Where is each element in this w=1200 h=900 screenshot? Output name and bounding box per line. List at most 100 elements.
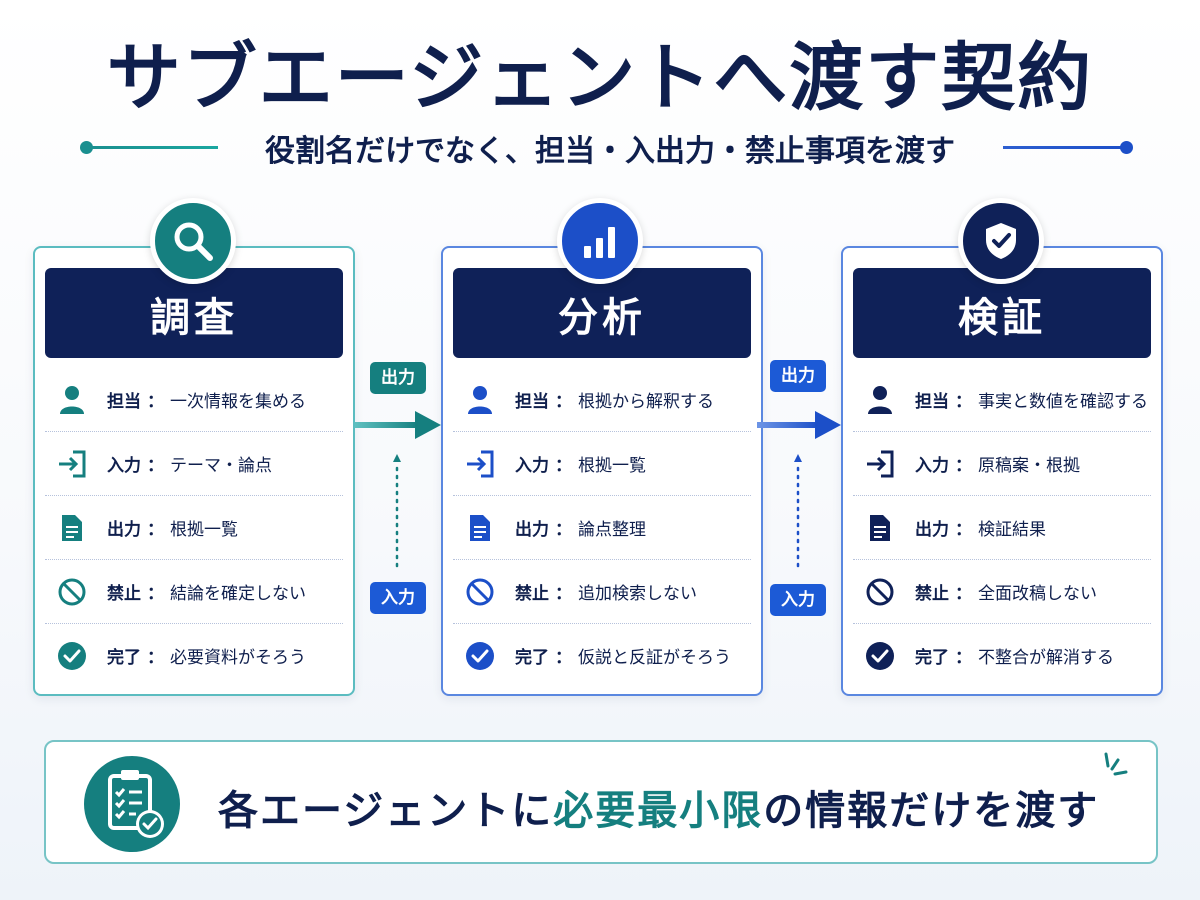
row-input: 入力 ： 原稿案・根拠	[853, 432, 1151, 496]
flow-arrow-icon	[355, 411, 441, 439]
input-icon	[855, 444, 905, 484]
flow-output-tag: 出力	[370, 362, 426, 394]
row-label: 担当	[515, 392, 549, 412]
person-icon	[855, 380, 905, 420]
subtitle-left-dot	[80, 141, 93, 154]
flow-arrow-icon	[757, 411, 841, 439]
row-label: 担当	[107, 392, 141, 412]
row-prohibited: 禁止 ： 全面改稿しない	[853, 560, 1151, 624]
row-label: 出力	[107, 520, 141, 540]
row-label: 完了	[107, 648, 141, 668]
row-label: 禁止	[107, 584, 141, 604]
search-icon	[150, 198, 236, 284]
row-done: 完了 ： 不整合が解消する	[853, 624, 1151, 687]
row-value: 追加検索しない	[578, 584, 697, 604]
flow-input-tag: 入力	[370, 582, 426, 614]
page-title: サブエージェントへ渡す契約	[106, 35, 1094, 121]
subtitle-row: 役割名だけでなく、担当・入出力・禁止事項を渡す	[0, 120, 1200, 170]
row-prohibited: 禁止 ： 追加検索しない	[453, 560, 751, 624]
row-value: 全面改稿しない	[978, 584, 1097, 604]
row-separator: ：	[147, 520, 164, 540]
row-label: 禁止	[915, 584, 949, 604]
row-separator: ：	[147, 584, 164, 604]
row-done: 完了 ： 必要資料がそろう	[45, 624, 343, 687]
row-value: 仮説と反証がそろう	[578, 648, 731, 668]
row-value: 事実と数値を確認する	[978, 392, 1148, 412]
flow-input-tag: 入力	[770, 584, 826, 616]
flow-dotted-return-line	[393, 454, 401, 572]
footer-text-highlight: 必要最小限	[553, 788, 764, 834]
bar-chart-icon	[557, 198, 643, 284]
document-icon	[47, 508, 97, 548]
row-separator: ：	[555, 520, 572, 540]
person-icon	[47, 380, 97, 420]
row-value: 検証結果	[978, 520, 1046, 540]
document-icon	[455, 508, 505, 548]
flow-dotted-return-line	[794, 454, 802, 572]
footer-text-after: の情報だけを渡す	[763, 788, 1100, 834]
row-separator: ：	[147, 392, 164, 412]
row-done: 完了 ： 仮説と反証がそろう	[453, 624, 751, 687]
sparkle-icon	[1104, 752, 1128, 776]
row-separator: ：	[147, 648, 164, 668]
card-analysis: 分析 担当 ： 根拠から解釈する 入力 ： 根拠一覧 出力 ： 論点整理	[441, 246, 763, 696]
row-separator: ：	[955, 392, 972, 412]
subtitle: 役割名だけでなく、担当・入出力・禁止事項を渡す	[265, 134, 955, 169]
row-label: 完了	[915, 648, 949, 668]
row-separator: ：	[555, 584, 572, 604]
card-research: 調査 担当 ： 一次情報を集める 入力 ： テーマ・論点 出力 ： 根拠一覧	[33, 246, 355, 696]
row-input: 入力 ： テーマ・論点	[45, 432, 343, 496]
person-icon	[455, 380, 505, 420]
row-owner: 担当 ： 根拠から解釈する	[453, 368, 751, 432]
row-value: 論点整理	[578, 520, 646, 540]
prohibited-icon	[455, 572, 505, 612]
row-separator: ：	[955, 456, 972, 476]
check-icon	[47, 636, 97, 676]
footer-text-before: 各エージェントに	[218, 788, 554, 834]
row-separator: ：	[555, 648, 572, 668]
row-separator: ：	[147, 456, 164, 476]
footer-banner: 各エージェントに必要最小限の情報だけを渡す	[44, 740, 1158, 864]
row-output: 出力 ： 論点整理	[453, 496, 751, 560]
clipboard-check-icon	[84, 756, 180, 852]
row-value: 不整合が解消する	[978, 648, 1114, 668]
input-icon	[47, 444, 97, 484]
row-value: 結論を確定しない	[170, 584, 306, 604]
row-separator: ：	[555, 392, 572, 412]
row-value: 必要資料がそろう	[170, 648, 306, 668]
row-output: 出力 ： 根拠一覧	[45, 496, 343, 560]
subtitle-right-dot	[1120, 141, 1133, 154]
row-label: 入力	[107, 456, 141, 476]
row-output: 出力 ： 検証結果	[853, 496, 1151, 560]
row-value: 原稿案・根拠	[978, 456, 1080, 476]
shield-check-icon	[958, 198, 1044, 284]
card-verification: 検証 担当 ： 事実と数値を確認する 入力 ： 原稿案・根拠 出力 ： 検証結果	[841, 246, 1163, 696]
row-prohibited: 禁止 ： 結論を確定しない	[45, 560, 343, 624]
row-label: 禁止	[515, 584, 549, 604]
row-separator: ：	[555, 456, 572, 476]
input-icon	[455, 444, 505, 484]
prohibited-icon	[47, 572, 97, 612]
row-value: 根拠から解釈する	[578, 392, 714, 412]
row-label: 出力	[515, 520, 549, 540]
row-value: テーマ・論点	[170, 456, 272, 476]
check-icon	[855, 636, 905, 676]
subtitle-right-line	[1003, 146, 1128, 149]
row-owner: 担当 ： 事実と数値を確認する	[853, 368, 1151, 432]
row-input: 入力 ： 根拠一覧	[453, 432, 751, 496]
row-separator: ：	[955, 648, 972, 668]
check-icon	[455, 636, 505, 676]
row-label: 入力	[515, 456, 549, 476]
row-value: 一次情報を集める	[170, 392, 306, 412]
row-label: 完了	[515, 648, 549, 668]
subtitle-left-line	[88, 146, 218, 149]
row-owner: 担当 ： 一次情報を集める	[45, 368, 343, 432]
document-icon	[855, 508, 905, 548]
flow-output-tag: 出力	[770, 360, 826, 392]
row-separator: ：	[955, 520, 972, 540]
row-separator: ：	[955, 584, 972, 604]
row-label: 入力	[915, 456, 949, 476]
row-label: 担当	[915, 392, 949, 412]
footer-message: 各エージェントに必要最小限の情報だけを渡す	[218, 778, 1099, 836]
prohibited-icon	[855, 572, 905, 612]
